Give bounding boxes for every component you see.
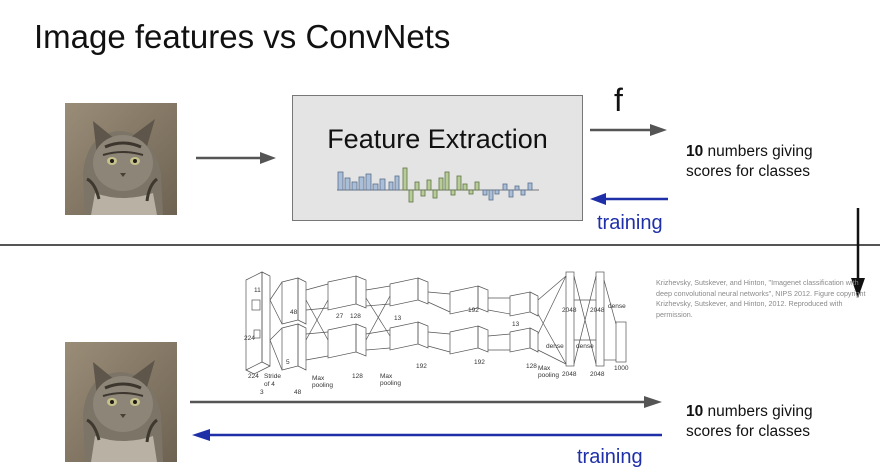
net-label-2048a: 2048 xyxy=(562,307,577,314)
net-label-pooling3: pooling xyxy=(538,372,559,379)
net-label-2048d: 2048 xyxy=(590,371,605,378)
net-label-192c: 192 xyxy=(468,307,479,314)
forward-arrow-bottom xyxy=(190,396,662,408)
net-label-27: 27 xyxy=(336,313,344,320)
down-arrow xyxy=(851,208,865,298)
output-arrow-top xyxy=(590,124,667,136)
training-label-bottom: training xyxy=(577,446,643,468)
input-arrow-top xyxy=(196,152,276,164)
feature-histogram-icon xyxy=(337,167,539,203)
net-label-13a: 13 xyxy=(394,315,402,322)
net-label-128b: 128 xyxy=(352,373,363,380)
net-label-dense1: dense xyxy=(546,343,564,350)
function-f-label: f xyxy=(614,82,623,118)
citation-text: Krizhevsky, Sutskever, and Hinton, "Imag… xyxy=(656,278,866,319)
net-label-pooling1: pooling xyxy=(312,382,333,389)
alexnet-architecture-diagram: 224 224 11 Stride of 4 3 5 48 48 Max poo… xyxy=(244,271,629,396)
net-label-48b: 48 xyxy=(294,389,302,396)
output-scores-text-top: 10 numbers giving scores for classes xyxy=(686,143,813,180)
net-label-128c: 128 xyxy=(526,363,537,370)
net-label-128a: 128 xyxy=(350,313,361,320)
net-label-48a: 48 xyxy=(290,309,298,316)
net-label-224b: 224 xyxy=(248,373,259,380)
net-label-3: 3 xyxy=(260,389,264,396)
net-label-dense2: dense xyxy=(576,343,594,350)
net-label-2048b: 2048 xyxy=(590,307,605,314)
output-scores-text-bottom: 10 numbers giving scores for classes xyxy=(686,403,813,440)
training-arrow-top xyxy=(590,193,668,205)
net-label-stride: Stride xyxy=(264,373,281,380)
net-label-maxpool2: Max xyxy=(380,373,393,380)
section-divider xyxy=(0,244,880,246)
cat-image-top xyxy=(65,103,177,215)
alexnet-labels: 224 224 11 Stride of 4 3 5 48 48 Max poo… xyxy=(244,287,629,396)
net-label-maxpool1: Max xyxy=(312,375,325,382)
net-label-13b: 13 xyxy=(512,321,520,328)
net-label-maxpool3: Max xyxy=(538,365,551,372)
net-label-11: 11 xyxy=(254,287,261,294)
net-label-1000: 1000 xyxy=(614,365,629,372)
net-label-pooling2: pooling xyxy=(380,380,401,387)
feature-extraction-box: Feature Extraction xyxy=(292,95,583,221)
cat-image-bottom xyxy=(65,342,177,462)
net-label-of4: of 4 xyxy=(264,381,275,388)
net-label-192a: 192 xyxy=(416,363,427,370)
slide-title: Image features vs ConvNets xyxy=(34,18,451,55)
net-label-5: 5 xyxy=(286,359,290,366)
training-label-top: training xyxy=(597,212,663,234)
training-arrow-bottom xyxy=(192,429,662,441)
net-label-2048c: 2048 xyxy=(562,371,577,378)
net-label-224: 224 xyxy=(244,335,255,342)
net-label-dense3: dense xyxy=(608,303,626,310)
feature-extraction-label: Feature Extraction xyxy=(327,124,548,154)
net-label-192b: 192 xyxy=(474,359,485,366)
